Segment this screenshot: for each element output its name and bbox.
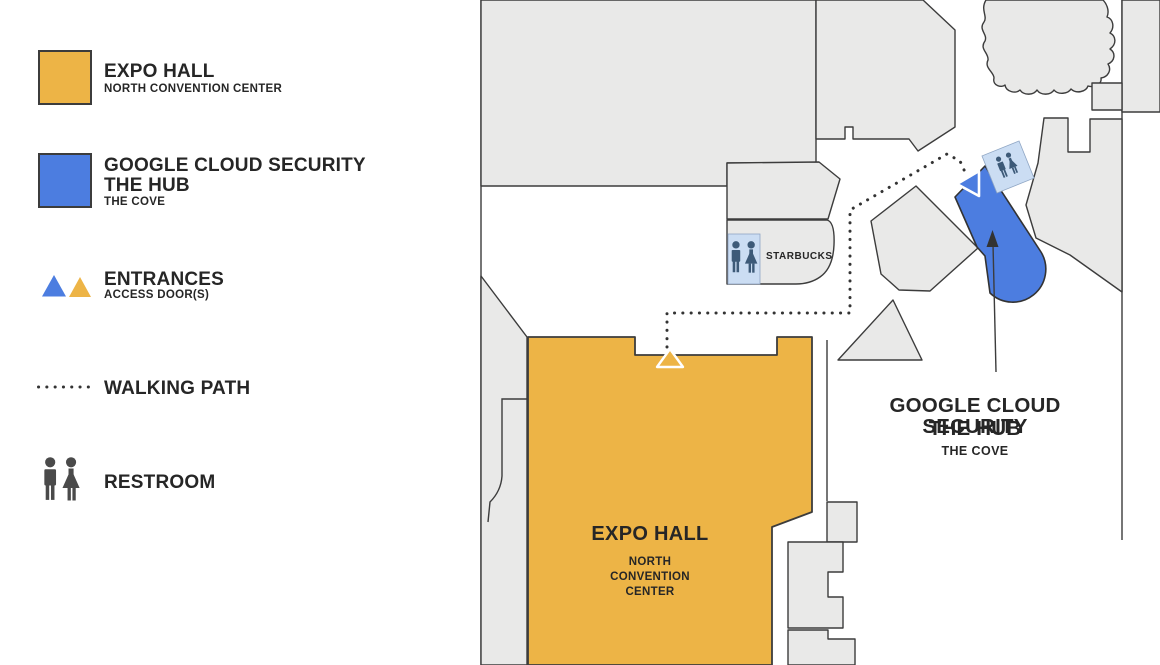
entrance-triangle-yellow-icon [69,277,91,297]
entrance-triangle-blue-icon [42,275,66,297]
map-expo-subtitle-line3: CENTER [625,586,675,598]
expo-hall-area [527,336,813,665]
legend-hub-swatch [38,153,92,208]
legend-hub-title-line2: THE HUB [104,175,190,196]
building-east-region [1025,117,1123,293]
legend-entrances-title: ENTRANCES [104,269,225,290]
starbucks-restroom-icon [727,233,761,285]
map-hub-title-line2: THE HUB [928,417,1022,440]
building-small-right [1091,82,1123,111]
expo-entrance-icon [655,347,685,369]
legend-walking-path-title: WALKING PATH [104,378,251,399]
restroom-icon [44,457,80,501]
building-north-block [480,0,817,187]
building-mid-south [870,185,979,292]
legend-restroom-title: RESTROOM [104,472,216,493]
hub-area [954,165,1047,303]
building-stair-3 [787,629,856,665]
legend-entrances-subtitle: ACCESS DOOR(S) [104,289,210,301]
legend-expo-subtitle: NORTH CONVENTION CENTER [104,83,283,95]
map-expo-title: EXPO HALL [591,523,709,545]
west-strip-inner-line [487,398,527,523]
building-west-strip [480,275,528,665]
map-hub-title-line1: GOOGLE CLOUD SECURITY [889,394,1061,438]
walking-path [665,152,967,349]
building-stair-2 [787,541,844,629]
building-stair-1 [826,501,858,543]
building-starbucks-upper [726,161,841,220]
map-expo-subtitle-line1: NORTH [628,556,672,568]
map-expo-subtitle-line2: CONVENTION [610,571,690,583]
legend-expo-title: EXPO HALL [104,61,215,82]
building-top-right-corner [1121,0,1160,113]
map-starbucks-label: STARBUCKS [766,251,833,262]
legend-hub-title-line1: GOOGLE CLOUD SECURITY [104,155,366,176]
legend-expo-swatch [38,50,92,105]
building-upper-mid [815,0,956,152]
map-hub-subtitle: THE COVE [941,444,1009,458]
building-wedge [837,299,923,361]
hub-entrance-icon [955,169,981,198]
tree-area-blob [981,0,1116,95]
hub-restroom-icon [981,140,1035,194]
map-expo-subtitle: NORTH CONVENTION CENTER [610,555,690,600]
hub-pointer-arrow [986,230,999,373]
legend-hub-subtitle: THE COVE [104,196,166,208]
